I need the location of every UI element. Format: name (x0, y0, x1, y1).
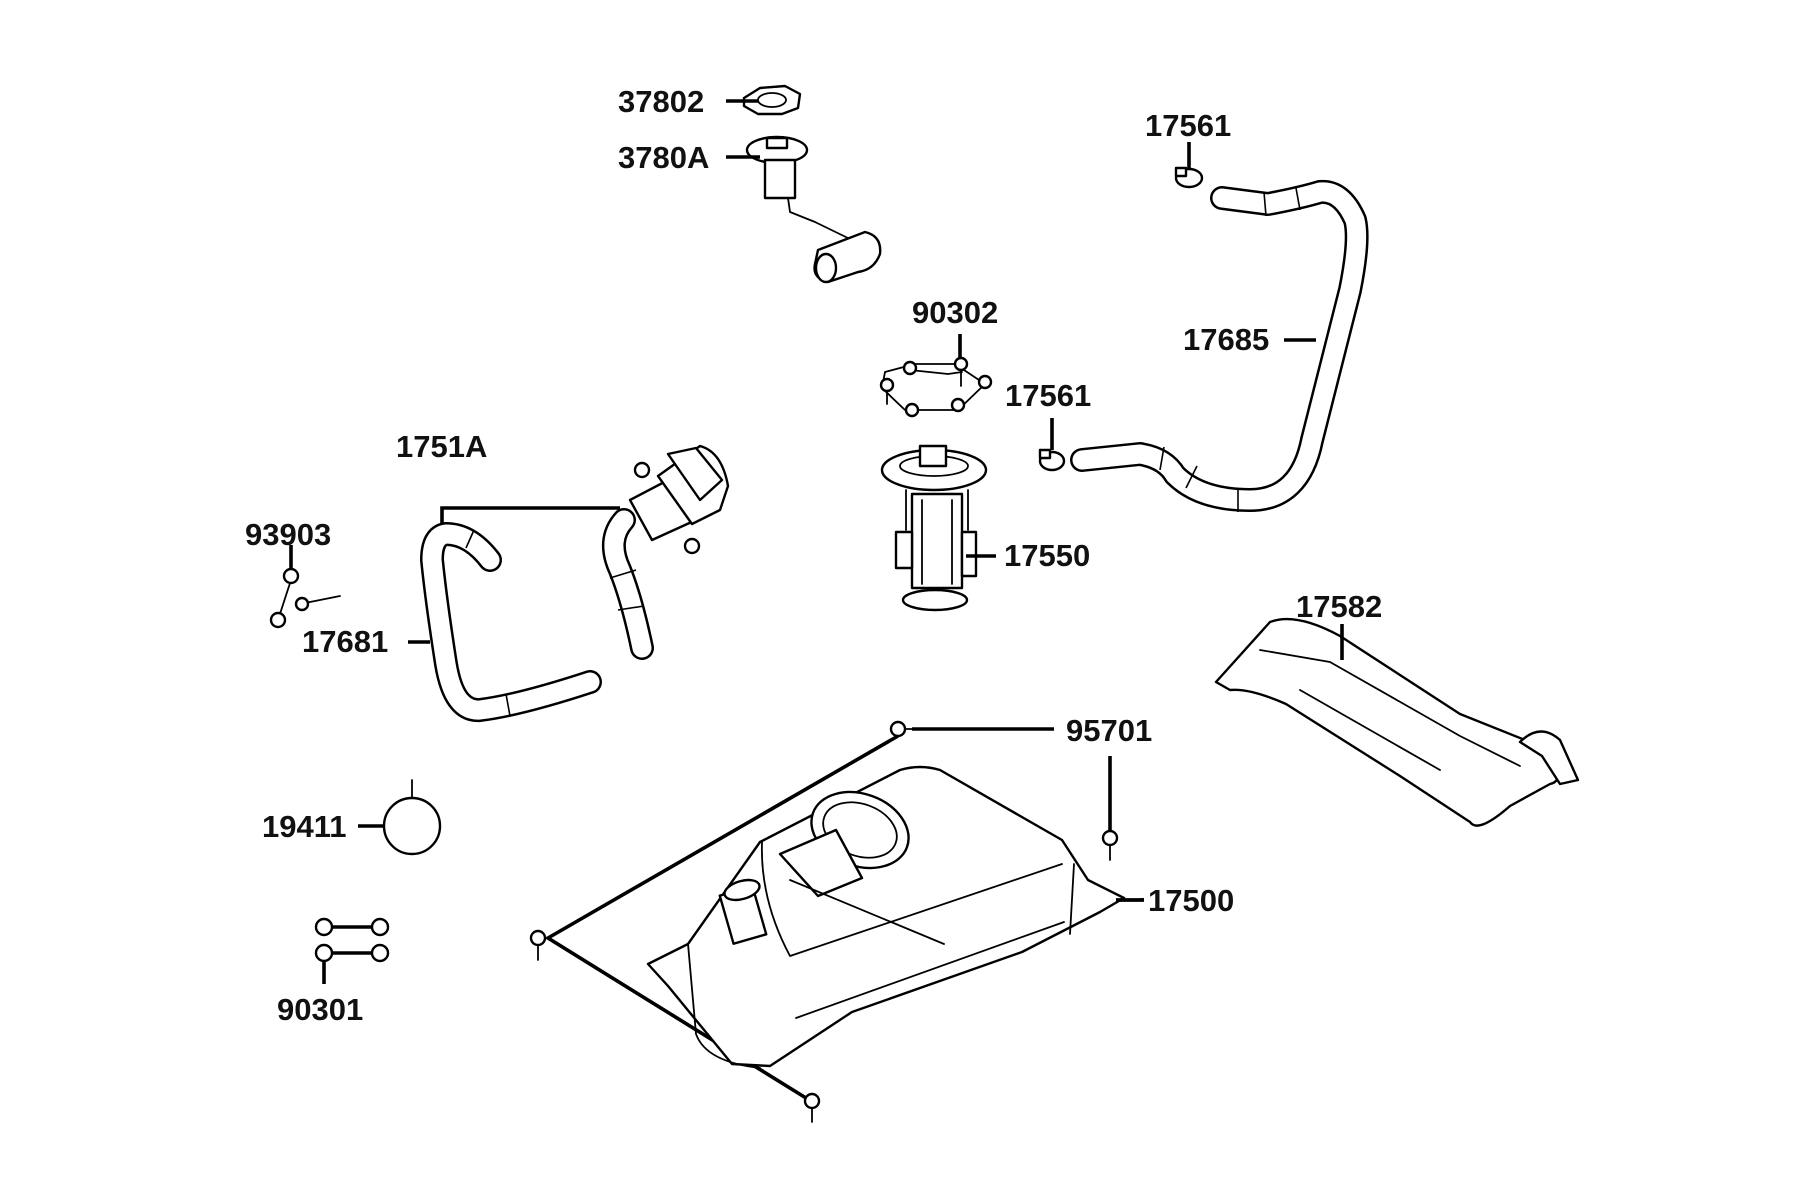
hose-clamp-lower (1038, 448, 1066, 472)
callout-19411: 19411 (262, 809, 347, 844)
callout-90301: 90301 (277, 992, 363, 1027)
tapping-screw-set (269, 567, 341, 629)
nut-set (314, 917, 390, 963)
callout-17685: 17685 (1183, 322, 1269, 357)
hose-clamp-upper (1174, 166, 1204, 189)
fuel-gauge-sender (745, 135, 882, 284)
filler-neck-assembly (602, 444, 730, 660)
callout-95701: 95701 (1066, 713, 1152, 748)
callout-17582: 17582 (1296, 589, 1382, 624)
tank-flange-bolt-set (529, 720, 1119, 1123)
callout-17561-top: 17561 (1145, 108, 1231, 143)
o-ring (382, 779, 442, 856)
fuel-tank (646, 765, 1126, 1069)
callout-17681: 17681 (302, 624, 388, 659)
callout-17500: 17500 (1148, 883, 1234, 918)
callout-37802: 37802 (618, 84, 704, 119)
drain-hose (420, 522, 602, 722)
callout-90302: 90302 (912, 295, 998, 330)
fuel-pump-bolt-set (879, 356, 993, 418)
vent-hose (1070, 179, 1369, 512)
callout-93903: 93903 (245, 517, 331, 552)
callout-1751A: 1751A (396, 429, 487, 464)
fuel-gauge-lock-ring (742, 84, 802, 116)
fuel-pump-assembly (880, 444, 988, 612)
fuel-tank-cover (1214, 617, 1580, 827)
callout-17550: 17550 (1004, 538, 1090, 573)
callout-3780A: 3780A (618, 140, 709, 175)
leader-1751A (440, 506, 620, 530)
callout-17561-mid: 17561 (1005, 378, 1091, 413)
